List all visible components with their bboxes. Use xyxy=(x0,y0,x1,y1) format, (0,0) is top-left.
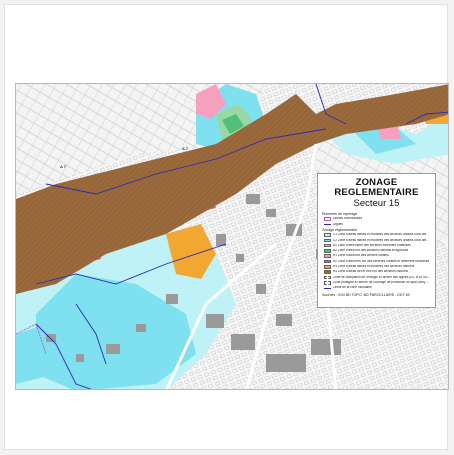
legend-reperage-row: Limites communales xyxy=(324,216,431,221)
legend-zonage-label: C1 Zone d'aléas faibles et modérés des s… xyxy=(333,233,431,237)
road-label-a7-west: A 7 xyxy=(60,164,67,169)
legend-section-zonage: Zonage réglementaire xyxy=(322,228,358,232)
legend-section-reperage: Eléments de repérage xyxy=(322,212,358,216)
legend-other-label: Zone protégée à l'arrière de l'ouvrage d… xyxy=(333,280,431,284)
legend-other-list: Zone de dissipation de l'énergie à l'arr… xyxy=(322,275,431,291)
legend-other-label: Zone de dissipation de l'énergie à l'arr… xyxy=(333,275,431,279)
legend-subtitle: Secteur 15 xyxy=(353,198,400,209)
legend-zonage-list: C1 Zone d'aléas faibles et modérés des s… xyxy=(322,232,431,274)
legend-reperage-label: Digues xyxy=(333,222,343,226)
legend-zonage-row: B2 Zone d'aléa fort des secteurs naturel… xyxy=(324,248,431,253)
legend-other-row: Limite de la zone inondable xyxy=(324,285,431,290)
legend-zonage-row: C1 Zone d'aléas faibles et modérés des s… xyxy=(324,232,431,237)
legend-zonage-label: R2 Zone d'aléa très fort des secteurs ur… xyxy=(333,259,430,263)
legend-other-row: Zone de dissipation de l'énergie à l'arr… xyxy=(324,275,431,280)
legend-footnote: Sources : IGN BD TOPO, BD PARCELLAIRE - … xyxy=(322,292,410,297)
legend-zonage-row: B1 Zone d'aléa faible des secteurs forte… xyxy=(324,243,431,248)
legend-reperage-label: Limites communales xyxy=(333,217,363,221)
legend-zonage-swatch xyxy=(324,270,331,274)
legend-zonage-label: R3 Zone d'aléas faibles et modérés des s… xyxy=(333,265,415,269)
legend-reperage-row: Digues xyxy=(324,222,431,227)
legend-zonage-label: B2 Zone d'aléa fort des secteurs naturel… xyxy=(333,249,409,253)
legend-zonage-row: R4 Zone d'aléas fort et très fort des se… xyxy=(324,269,431,274)
page-frame: A 7 A 7 ZONAGE REGLEMENTAIRE Secteur 15 … xyxy=(4,4,449,450)
legend-other-swatch xyxy=(324,280,331,285)
legend-zonage-label: R1 Zone d'aléa fort des centres urbains xyxy=(333,254,389,258)
zone-b2 xyxy=(222,114,244,134)
zone-r4-river xyxy=(16,84,448,294)
legend-title: ZONAGE REGLEMENTAIRE xyxy=(334,177,419,198)
legend-zonage-swatch xyxy=(324,233,331,237)
legend-zonage-row: R3 Zone d'aléas faibles et modérés des s… xyxy=(324,264,431,269)
legend-zonage-swatch xyxy=(324,259,331,264)
legend-reperage-swatch xyxy=(324,223,331,225)
legend-zonage-row: R2 Zone d'aléa très fort des secteurs ur… xyxy=(324,259,431,264)
legend-zonage-swatch xyxy=(324,238,331,243)
legend-zonage-label: C2 Zone d'aléas faibles et modérés des s… xyxy=(333,238,431,242)
road-label-a7-center: A 7 xyxy=(182,146,189,151)
legend-zonage-label: R4 Zone d'aléas fort et très fort des se… xyxy=(333,270,409,274)
legend-other-swatch xyxy=(324,275,331,280)
legend-box: ZONAGE REGLEMENTAIRE Secteur 15 Eléments… xyxy=(317,173,436,308)
zone-r3-center xyxy=(166,224,216,279)
legend-zonage-swatch xyxy=(324,254,331,259)
legend-zonage-row: R1 Zone d'aléa fort des centres urbains xyxy=(324,254,431,259)
dykes xyxy=(35,84,448,389)
legend-zonage-swatch xyxy=(324,249,331,253)
zone-r4-island xyxy=(266,94,316,129)
legend-zonage-swatch xyxy=(324,243,331,248)
legend-other-swatch xyxy=(324,287,331,289)
legend-other-label: Limite de la zone inondable xyxy=(333,286,372,290)
zone-r1-north xyxy=(196,84,226,119)
legend-zonage-row: C2 Zone d'aléas faibles et modérés des s… xyxy=(324,238,431,243)
communal-limit xyxy=(16,323,47,355)
legend-zonage-swatch xyxy=(324,265,331,269)
legend-zonage-label: B1 Zone d'aléa faible des secteurs forte… xyxy=(333,243,411,247)
legend-other-row: Zone protégée à l'arrière de l'ouvrage d… xyxy=(324,280,431,285)
legend-reperage-swatch xyxy=(324,217,331,221)
